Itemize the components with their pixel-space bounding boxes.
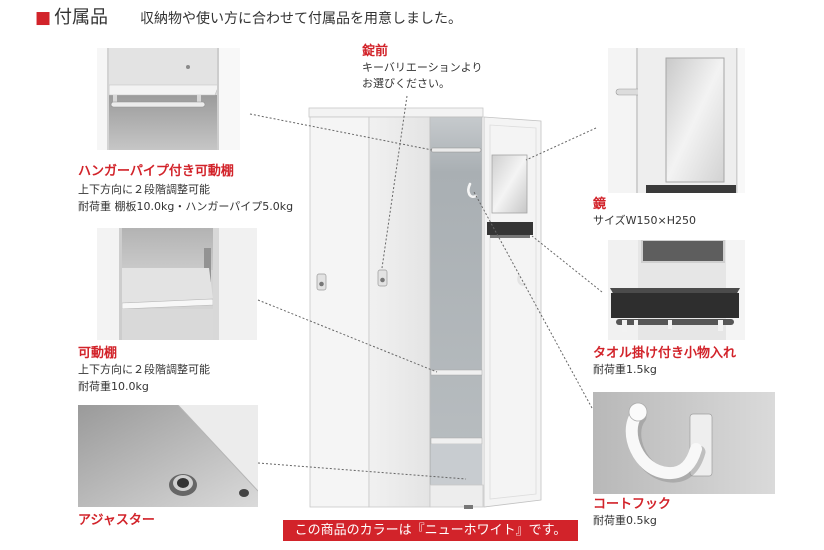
mirror-photo — [608, 48, 745, 193]
mirror-title: 鏡 — [593, 197, 607, 212]
towel-tray-title: タオル掛け付き小物入れ — [593, 346, 737, 361]
locker-top-cap — [308, 107, 484, 118]
movable-shelf-photo — [97, 228, 257, 340]
movable-shelf-details: 上下方向に２段階調整可能 耐荷重10.0kg — [78, 361, 210, 395]
hanger-shelf-detail-load: 耐荷重 棚板10.0kg・ハンガーパイプ5.0kg — [78, 200, 294, 213]
coat-hook-icon — [625, 408, 702, 480]
towel-tray-details: 耐荷重1.5kg — [593, 362, 657, 378]
section-description: 収納物や使い方に合わせて付属品を用意しました。 — [140, 11, 462, 27]
lock-detail-line-2: お選びください。 — [362, 77, 450, 90]
color-notice-text: この商品のカラーは『ニューホワイト』です。 — [294, 523, 567, 538]
locker-door-2 — [368, 116, 431, 508]
adjuster-title: アジャスター — [78, 513, 155, 528]
locker-adjuster — [464, 505, 473, 509]
coat-hook-photo — [593, 392, 775, 494]
locker-image — [300, 100, 550, 515]
lock-icon — [316, 273, 327, 291]
towel-bar — [616, 319, 734, 325]
adjuster-foot — [169, 474, 197, 496]
locker-towel-tray — [487, 222, 533, 235]
movable-shelf-detail-load: 耐荷重10.0kg — [78, 380, 149, 393]
locker-mirror — [491, 154, 528, 214]
hanger-shelf-title: ハンガーパイプ付き可動棚 — [78, 164, 234, 179]
mirror-detail-size: サイズW150×H250 — [593, 214, 697, 227]
towel-tray-detail-load: 耐荷重1.5kg — [593, 363, 657, 376]
coat-hook-details: 耐荷重0.5kg — [593, 513, 657, 529]
movable-shelf-board — [122, 268, 213, 303]
lock-details: キーバリエーションより お選びください。 — [362, 60, 482, 92]
hanger-pipe — [110, 101, 206, 108]
hanger-shelf-detail-adjust: 上下方向に２段階調整可能 — [78, 183, 210, 196]
section-title: 付属品 — [54, 7, 108, 28]
color-notice-banner: この商品のカラーは『ニューホワイト』です。 — [283, 520, 578, 541]
hanger-shelf-photo — [97, 48, 240, 150]
locker-movable-shelf — [430, 369, 483, 376]
lock-detail-line-1: キーバリエーションより — [362, 61, 483, 74]
lock-icon — [377, 269, 388, 287]
locker-door-1 — [309, 116, 370, 508]
locker-hanger-pipe — [430, 147, 482, 153]
hanger-shelf-details: 上下方向に２段階調整可能 耐荷重 棚板10.0kg・ハンガーパイプ5.0kg — [78, 181, 293, 215]
movable-shelf-detail-adjust: 上下方向に２段階調整可能 — [78, 363, 210, 376]
movable-shelf-title: 可動棚 — [78, 346, 118, 361]
adjuster-photo — [78, 405, 258, 507]
locker-open-compartment — [429, 116, 483, 486]
mirror-glass — [665, 57, 725, 183]
towel-tray-photo — [608, 240, 745, 340]
section-marker-icon: ■ — [35, 8, 52, 28]
coat-hook-detail-load: 耐荷重0.5kg — [593, 514, 657, 527]
shelf-board — [108, 84, 220, 96]
mirror-details: サイズW150×H250 — [593, 213, 696, 229]
lock-title: 錠前 — [362, 44, 389, 59]
coat-hook-title: コートフック — [593, 497, 672, 512]
towel-tray — [610, 288, 740, 318]
